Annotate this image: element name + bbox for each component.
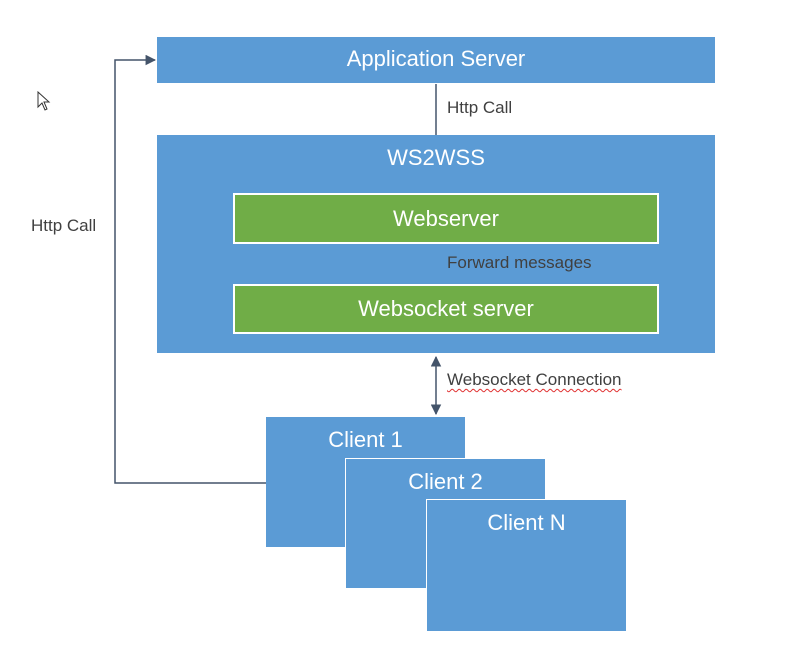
application-server-label: Application Server	[346, 46, 526, 71]
client-2-label: Client 2	[408, 469, 483, 494]
websocket-connection-text: Websocket Connection	[447, 370, 622, 389]
application-server-box: Application Server	[157, 37, 715, 83]
webserver-box: Webserver	[233, 193, 659, 244]
websocket-server-box: Websocket server	[233, 284, 659, 334]
http-call-left-label: Http Call	[31, 216, 97, 235]
webserver-label: Webserver	[393, 206, 499, 231]
mouse-pointer-icon	[37, 91, 51, 111]
websocket-connection-label: Websocket Connection	[447, 370, 622, 390]
forward-messages-text: Forward messages	[447, 253, 592, 272]
client-n-label: Client N	[487, 510, 566, 535]
client-http-call-arrow	[114, 54, 266, 484]
client-n-box: Client N	[426, 499, 626, 631]
forward-messages-label: Forward messages	[447, 253, 592, 273]
websocket-server-label: Websocket server	[358, 296, 534, 321]
client-1-label: Client 1	[328, 427, 403, 452]
ws2wss-label: WS2WSS	[387, 145, 485, 170]
http-call-top-label: Http Call	[447, 98, 513, 117]
